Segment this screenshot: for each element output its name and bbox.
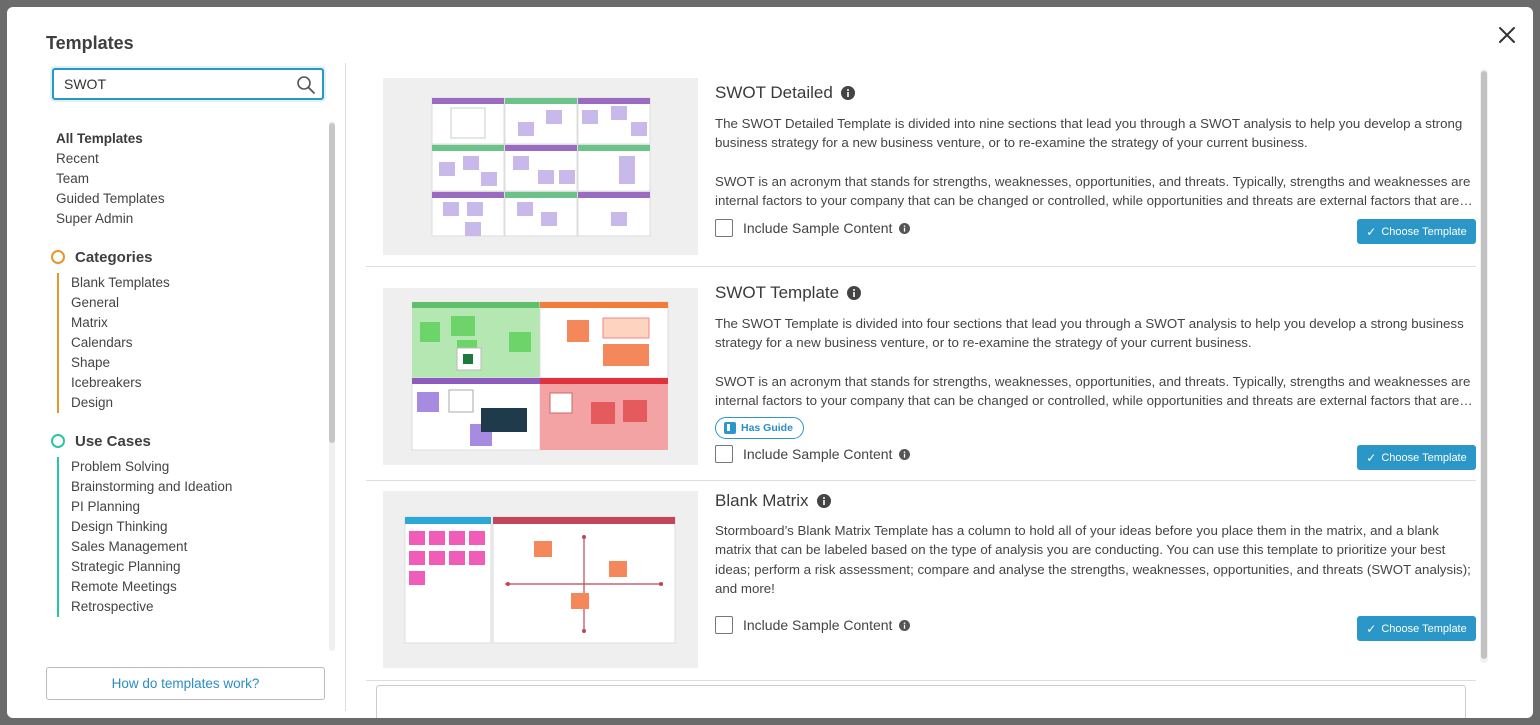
guide-book-icon bbox=[724, 422, 736, 434]
include-sample-content: Include Sample Content bbox=[715, 445, 911, 463]
description-paragraph: The SWOT Detailed Template is divided in… bbox=[715, 116, 1463, 151]
choose-template-button[interactable]: ✓ Choose Template bbox=[1357, 445, 1476, 470]
template-list-scrollbar-thumb[interactable] bbox=[1481, 71, 1487, 659]
info-icon[interactable] bbox=[899, 448, 911, 460]
templates-dialog: Templates All TemplatesRecentTeamGuided … bbox=[7, 7, 1533, 718]
choose-template-button[interactable]: ✓ Choose Template bbox=[1357, 616, 1476, 641]
template-title: SWOT Detailed bbox=[715, 83, 855, 103]
use-cases-circle-icon bbox=[51, 434, 65, 448]
nav-link-recent[interactable]: Recent bbox=[56, 151, 99, 166]
info-icon[interactable] bbox=[899, 619, 911, 631]
info-icon[interactable] bbox=[899, 222, 911, 234]
check-icon: ✓ bbox=[1366, 621, 1377, 636]
template-preview-swot-detailed[interactable] bbox=[383, 78, 698, 255]
has-guide-label: Has Guide bbox=[741, 422, 793, 434]
category-blank-templates[interactable]: Blank Templates bbox=[71, 275, 170, 290]
template-card-next bbox=[376, 685, 1466, 718]
use-case-problem-solving[interactable]: Problem Solving bbox=[71, 459, 170, 474]
choose-template-label: Choose Template bbox=[1381, 225, 1467, 238]
template-preview-swot-template[interactable] bbox=[383, 288, 698, 465]
sidebar-scrollbar[interactable] bbox=[329, 121, 335, 651]
categories-label: Categories bbox=[75, 248, 153, 266]
choose-template-label: Choose Template bbox=[1381, 622, 1467, 635]
use-cases-header: Use Cases bbox=[46, 429, 346, 453]
use-case-sales-management[interactable]: Sales Management bbox=[71, 539, 188, 554]
include-sample-label: Include Sample Content bbox=[743, 220, 893, 236]
info-icon[interactable] bbox=[847, 286, 862, 300]
template-description: Stormboard’s Blank Matrix Template has a… bbox=[715, 521, 1476, 618]
description-paragraph: Stormboard’s Blank Matrix Template has a… bbox=[715, 523, 1471, 597]
template-description: The SWOT Detailed Template is divided in… bbox=[715, 114, 1476, 230]
include-sample-label: Include Sample Content bbox=[743, 446, 893, 462]
search-input[interactable] bbox=[54, 70, 284, 98]
use-case-brainstorming-and-ideation[interactable]: Brainstorming and Ideation bbox=[71, 479, 233, 494]
category-design[interactable]: Design bbox=[71, 395, 114, 410]
use-case-pi-planning[interactable]: PI Planning bbox=[71, 499, 141, 514]
category-matrix[interactable]: Matrix bbox=[71, 315, 108, 330]
category-calendars[interactable]: Calendars bbox=[71, 335, 133, 350]
close-icon[interactable] bbox=[1495, 23, 1519, 47]
include-sample-checkbox[interactable] bbox=[715, 616, 733, 634]
choose-template-label: Choose Template bbox=[1381, 451, 1467, 464]
nav-link-guided-templates[interactable]: Guided Templates bbox=[56, 191, 165, 206]
check-icon: ✓ bbox=[1366, 450, 1377, 465]
template-description: The SWOT Template is divided into four s… bbox=[715, 314, 1476, 430]
category-icebreakers[interactable]: Icebreakers bbox=[71, 375, 142, 390]
template-title-text: SWOT Template bbox=[715, 283, 840, 302]
template-list: SWOT Detailed The SWOT Detailed Template… bbox=[366, 69, 1476, 711]
template-card-swot-detailed: SWOT Detailed The SWOT Detailed Template… bbox=[366, 69, 1476, 267]
use-case-strategic-planning[interactable]: Strategic Planning bbox=[71, 559, 181, 574]
include-sample-content: Include Sample Content bbox=[715, 616, 911, 634]
template-preview-blank-matrix[interactable] bbox=[383, 491, 698, 668]
template-card-blank-matrix: Blank Matrix Stormboard’s Blank Matrix T… bbox=[366, 480, 1476, 681]
nav-link-team[interactable]: Team bbox=[56, 171, 90, 186]
nav-link-all-templates[interactable]: All Templates bbox=[56, 131, 143, 146]
search-icon[interactable] bbox=[296, 75, 316, 95]
use-cases-label: Use Cases bbox=[75, 432, 151, 450]
info-icon[interactable] bbox=[816, 494, 831, 508]
template-title: SWOT Template bbox=[715, 283, 862, 303]
dialog-title: Templates bbox=[46, 33, 134, 53]
include-sample-checkbox[interactable] bbox=[715, 445, 733, 463]
description-paragraph: The SWOT Template is divided into four s… bbox=[715, 316, 1464, 351]
description-paragraph: SWOT is an acronym that stands for stren… bbox=[715, 373, 1471, 409]
category-shape[interactable]: Shape bbox=[71, 355, 111, 370]
use-case-remote-meetings[interactable]: Remote Meetings bbox=[71, 579, 177, 594]
category-general[interactable]: General bbox=[71, 295, 120, 310]
use-case-design-thinking[interactable]: Design Thinking bbox=[71, 519, 168, 534]
include-sample-label: Include Sample Content bbox=[743, 617, 893, 633]
categories-header: Categories bbox=[46, 245, 346, 269]
check-icon: ✓ bbox=[1366, 224, 1377, 239]
how-templates-work-button[interactable]: How do templates work? bbox=[46, 667, 325, 700]
info-icon[interactable] bbox=[840, 86, 855, 100]
use-case-retrospective[interactable]: Retrospective bbox=[71, 599, 154, 614]
sidebar-scrollbar-thumb[interactable] bbox=[329, 123, 335, 443]
template-title-text: SWOT Detailed bbox=[715, 83, 833, 102]
categories-circle-icon bbox=[51, 250, 65, 264]
choose-template-button[interactable]: ✓ Choose Template bbox=[1357, 219, 1476, 244]
description-paragraph: SWOT is an acronym that stands for stren… bbox=[715, 173, 1471, 209]
nav-link-super-admin[interactable]: Super Admin bbox=[56, 211, 134, 226]
has-guide-badge: Has Guide bbox=[715, 417, 804, 439]
include-sample-checkbox[interactable] bbox=[715, 219, 733, 237]
search-box bbox=[52, 68, 324, 100]
template-title-text: Blank Matrix bbox=[715, 491, 809, 510]
template-title: Blank Matrix bbox=[715, 491, 831, 511]
include-sample-content: Include Sample Content bbox=[715, 219, 911, 237]
template-list-scrollbar[interactable] bbox=[1480, 69, 1488, 663]
template-card-swot-template: SWOT Template The SWOT Template is divid… bbox=[366, 273, 1476, 481]
